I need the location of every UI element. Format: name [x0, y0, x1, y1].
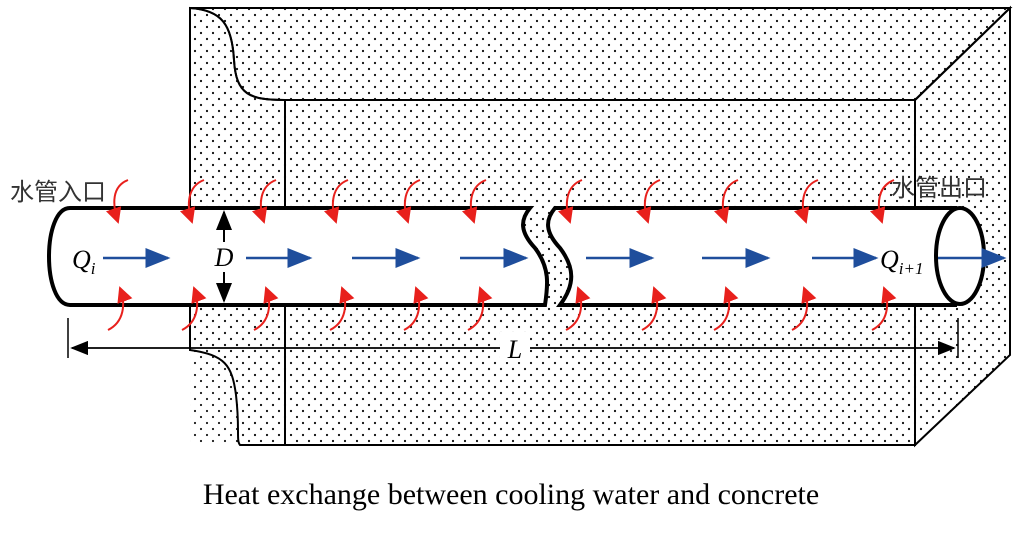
curved-arrow-icon	[713, 179, 739, 224]
curved-arrow-icon	[565, 286, 591, 331]
inlet-label: 水管入口	[10, 178, 106, 206]
curved-arrow-icon	[713, 286, 739, 331]
curved-arrow-icon	[181, 286, 207, 331]
curved-arrow-icon	[403, 286, 429, 331]
curved-arrow-icon	[467, 286, 493, 331]
outlet-label: 水管出口	[891, 174, 987, 202]
cooling-pipe	[47, 206, 986, 307]
curved-arrow-icon	[793, 179, 819, 224]
curved-arrow-icon	[557, 179, 583, 224]
curved-arrow-icon	[869, 179, 895, 224]
diagram-svg: D L Qi Qi+1	[10, 5, 1013, 448]
outflow-label: Qi+1	[880, 245, 923, 278]
curved-arrow-icon	[105, 179, 129, 224]
concrete-block	[189, 5, 1013, 448]
curved-arrow-icon	[323, 179, 349, 224]
curved-arrow-icon	[251, 179, 277, 224]
figure-caption: Heat exchange between cooling water and …	[202, 478, 820, 511]
curved-arrow-icon	[635, 179, 661, 224]
diameter-label: D	[214, 243, 234, 272]
heat-arrows-bottom	[107, 286, 897, 331]
inflow-label: Qi	[72, 245, 96, 278]
curved-arrow-icon	[329, 286, 355, 331]
curved-arrow-icon	[871, 286, 897, 331]
curved-arrow-icon	[179, 179, 205, 224]
heat-arrows-top	[105, 179, 895, 224]
length-label: L	[507, 335, 522, 364]
curved-arrow-icon	[395, 179, 421, 224]
curved-arrow-icon	[791, 286, 817, 331]
curved-arrow-icon	[461, 179, 487, 224]
curved-arrow-icon	[107, 286, 133, 331]
curved-arrow-icon	[253, 286, 279, 331]
curved-arrow-icon	[641, 286, 667, 331]
